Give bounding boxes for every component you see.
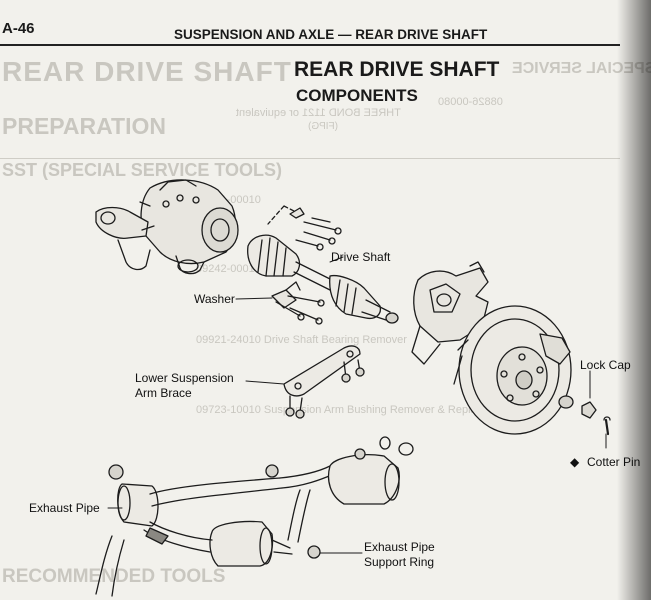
- label-washer: Washer: [194, 292, 235, 306]
- label-drive-shaft: Drive Shaft: [331, 250, 391, 264]
- label-lower-suspension-2: Arm Brace: [135, 386, 192, 400]
- faint-rule: [0, 158, 620, 159]
- label-lower-suspension-1: Lower Suspension: [135, 371, 234, 385]
- page-number: A-46: [2, 20, 35, 37]
- flange-bolts: [267, 205, 342, 251]
- bleed-tool-4: 09723-10010 Suspension Arm Bushing Remov…: [196, 404, 492, 416]
- differential-carrier: [95, 179, 239, 275]
- lower-arm-brace: [283, 345, 365, 419]
- page-binding-shadow: [617, 0, 651, 600]
- section-title: REAR DRIVE SHAFT: [294, 58, 500, 81]
- label-exhaust-pipe: Exhaust Pipe: [29, 501, 100, 515]
- bleed-tool-3: 09921-24010 Drive Shaft Bearing Remover: [196, 334, 407, 346]
- label-support-ring-1: Exhaust Pipe: [364, 540, 435, 554]
- label-support-ring-2: Support Ring: [364, 555, 435, 569]
- bleed-tool-2: 09242-00010: [196, 263, 261, 275]
- bleed-big-title: REAR DRIVE SHAFT: [2, 56, 292, 87]
- leader-lines: [107, 256, 607, 554]
- lock-nut-pin: [558, 395, 611, 436]
- section-subtitle: COMPONENTS: [296, 86, 418, 105]
- cotter-pin-marker: ◆: [570, 455, 580, 469]
- washer-bolts: [271, 281, 325, 325]
- running-header: SUSPENSION AND AXLE — REAR DRIVE SHAFT: [174, 27, 488, 42]
- bleed-recommended: RECOMMENDED TOOLS: [2, 566, 226, 587]
- bleed-preparation: PREPARATION: [2, 113, 166, 139]
- axle-carrier: [411, 261, 489, 365]
- exhaust-system: [95, 436, 414, 597]
- bleed-sst: SST (SPECIAL SERVICE TOOLS): [2, 160, 283, 180]
- brake-disc-hub: [453, 305, 572, 435]
- header-rule: [0, 44, 620, 46]
- drive-shaft: [247, 234, 399, 324]
